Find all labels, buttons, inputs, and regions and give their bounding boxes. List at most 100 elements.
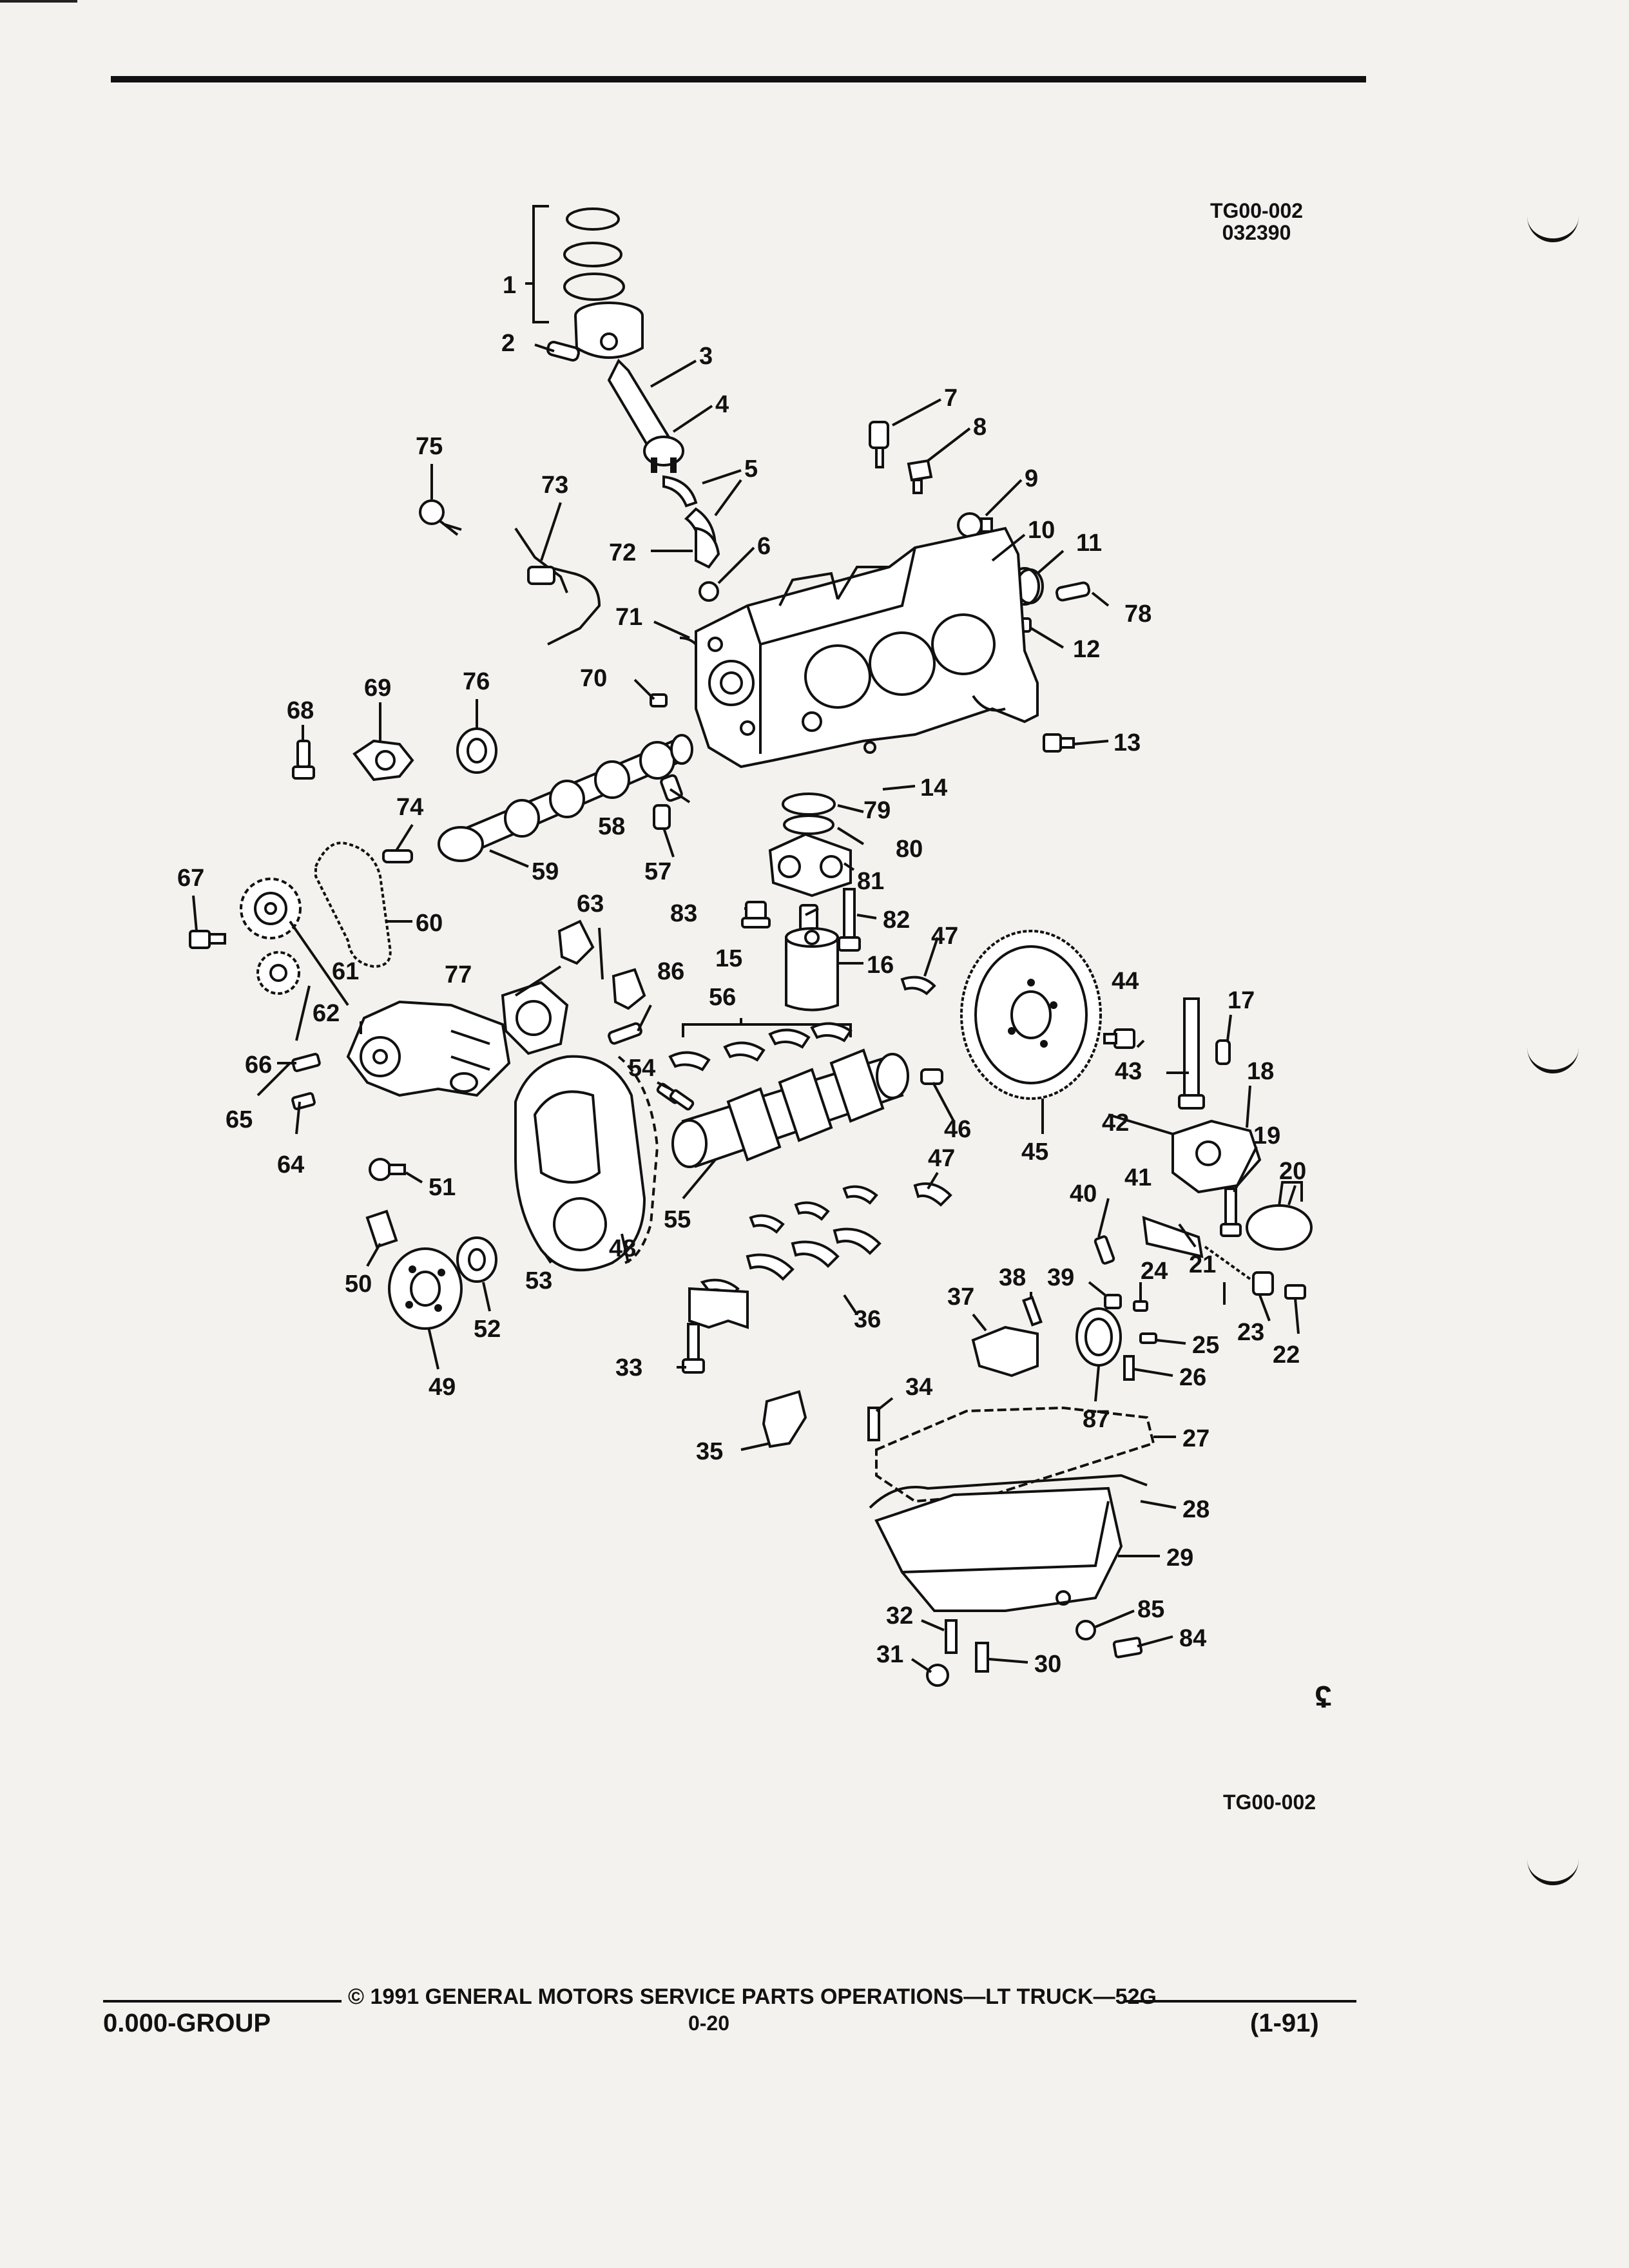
callout-25: 25 (1192, 1332, 1219, 1359)
bypass-valve (1252, 1271, 1274, 1296)
timing-chain (314, 841, 392, 968)
rod-cap (695, 526, 720, 569)
water-pump (346, 1000, 511, 1097)
cam-key (382, 849, 413, 863)
piston-pin (546, 340, 580, 362)
callout-64: 64 (277, 1151, 304, 1178)
callout-17: 17 (1228, 987, 1255, 1014)
callout-80: 80 (896, 836, 923, 863)
rear-main-seal (1075, 1307, 1122, 1367)
water-pump-gasket (557, 919, 646, 1010)
footer-group-code: 0.000-GROUP (103, 2009, 271, 2037)
callout-55: 55 (664, 1206, 691, 1233)
main-bearing-caps (700, 1185, 882, 1298)
callout-34: 34 (905, 1374, 932, 1401)
callout-63: 63 (577, 890, 604, 918)
crank-keys (656, 1082, 695, 1111)
oil-pump (1171, 1119, 1262, 1194)
callout-11: 11 (1076, 530, 1102, 557)
callout-18: 18 (1247, 1058, 1274, 1085)
pan-stud (867, 1407, 880, 1441)
callout-71: 71 (615, 604, 642, 631)
callout-85: 85 (1137, 1596, 1164, 1623)
callout-67: 67 (177, 865, 204, 892)
callout-66: 66 (245, 1052, 272, 1079)
callout-13: 13 (1113, 729, 1141, 756)
footer-page-number: 0-20 (688, 2012, 730, 2035)
callout-39: 39 (1047, 1264, 1074, 1291)
callout-7: 7 (944, 385, 958, 412)
callout-75: 75 (416, 433, 443, 460)
oil-pump-driveshaft (1178, 997, 1205, 1110)
callout-35: 35 (696, 1438, 723, 1465)
knock-sensor (369, 1158, 406, 1181)
callout-84: 84 (1179, 1625, 1206, 1652)
pan-nut (926, 1664, 949, 1687)
callout-65: 65 (226, 1106, 253, 1133)
front-plate (679, 637, 697, 646)
callout-73: 73 (541, 472, 568, 499)
callout-41: 41 (1124, 1164, 1152, 1191)
valve-lifter (660, 774, 683, 802)
callout-69: 69 (364, 675, 391, 702)
callout-labels: 1 2 3 4 5 6 7 8 9 10 11 12 13 14 15 16 1… (177, 272, 1306, 1678)
bypass-plug (1284, 1284, 1306, 1300)
footer-copyright: © 1991 GENERAL MOTORS SERVICE PARTS OPER… (348, 1984, 1157, 2009)
callout-4: 4 (715, 391, 729, 418)
leader-lines (192, 282, 1300, 1673)
tube-bolt (419, 499, 462, 536)
callout-2: 2 (501, 330, 515, 357)
timing-cover (514, 1055, 646, 1272)
margin-punch-mark-1 (1527, 213, 1579, 242)
pump-stud (291, 1092, 316, 1110)
pump-bolt (291, 1053, 321, 1072)
reference-code-top: TG00-002 032390 (1199, 200, 1315, 244)
callout-14: 14 (920, 774, 947, 802)
dipstick-tube (514, 527, 601, 646)
upper-main-bearings (668, 1022, 853, 1072)
callout-44: 44 (1112, 968, 1139, 995)
reference-code-line-1: TG00-002 (1210, 199, 1304, 222)
retainer-stud (1022, 1296, 1043, 1327)
timing-cover-gasket (617, 1055, 659, 1264)
pump-bolt-25 (1139, 1332, 1157, 1344)
pan-bolt (975, 1642, 989, 1673)
callout-38: 38 (999, 1264, 1026, 1291)
callout-40: 40 (1070, 1180, 1097, 1207)
oil-filter-adapter (768, 832, 852, 898)
margin-punch-mark-3 (1527, 1856, 1579, 1885)
thrust-bearing-upper (900, 975, 936, 995)
callout-81: 81 (857, 868, 884, 895)
oil-pressure-fitting (907, 459, 933, 494)
callout-72: 72 (609, 539, 636, 566)
filter-adapter-plug (741, 901, 771, 928)
pump-drive-bolt (1103, 1028, 1135, 1049)
callout-33: 33 (615, 1354, 642, 1381)
pump-bolt-26 (1123, 1355, 1135, 1381)
oil-pickup-screen (1246, 1181, 1313, 1251)
flywheel (960, 930, 1102, 1100)
callout-61: 61 (332, 958, 359, 985)
rod-nut (699, 581, 719, 602)
pan-stud-32 (945, 1619, 958, 1654)
footer-revision-date: (1-91) (1250, 2009, 1319, 2037)
callout-77: 77 (445, 961, 472, 988)
thrust-bolt (292, 740, 315, 780)
callout-49: 49 (429, 1374, 456, 1401)
callout-36: 36 (854, 1306, 881, 1333)
engine-block (695, 526, 1039, 769)
callout-46: 46 (944, 1116, 971, 1143)
pump-mount-bolt (1220, 1187, 1242, 1237)
reference-code-bottom: TG00-002 (1222, 1791, 1316, 1814)
callout-29: 29 (1166, 1544, 1193, 1571)
callout-28: 28 (1182, 1496, 1210, 1523)
callout-51: 51 (429, 1174, 456, 1201)
callout-31: 31 (876, 1641, 903, 1668)
main-cap-bolt (682, 1323, 705, 1374)
pump-housing-gasket (501, 981, 569, 1055)
callout-60: 60 (416, 910, 443, 937)
sensor-bracket (365, 1209, 398, 1249)
callout-76: 76 (463, 668, 490, 695)
filter-adapter-seals (782, 793, 836, 835)
callout-32: 32 (886, 1602, 913, 1629)
